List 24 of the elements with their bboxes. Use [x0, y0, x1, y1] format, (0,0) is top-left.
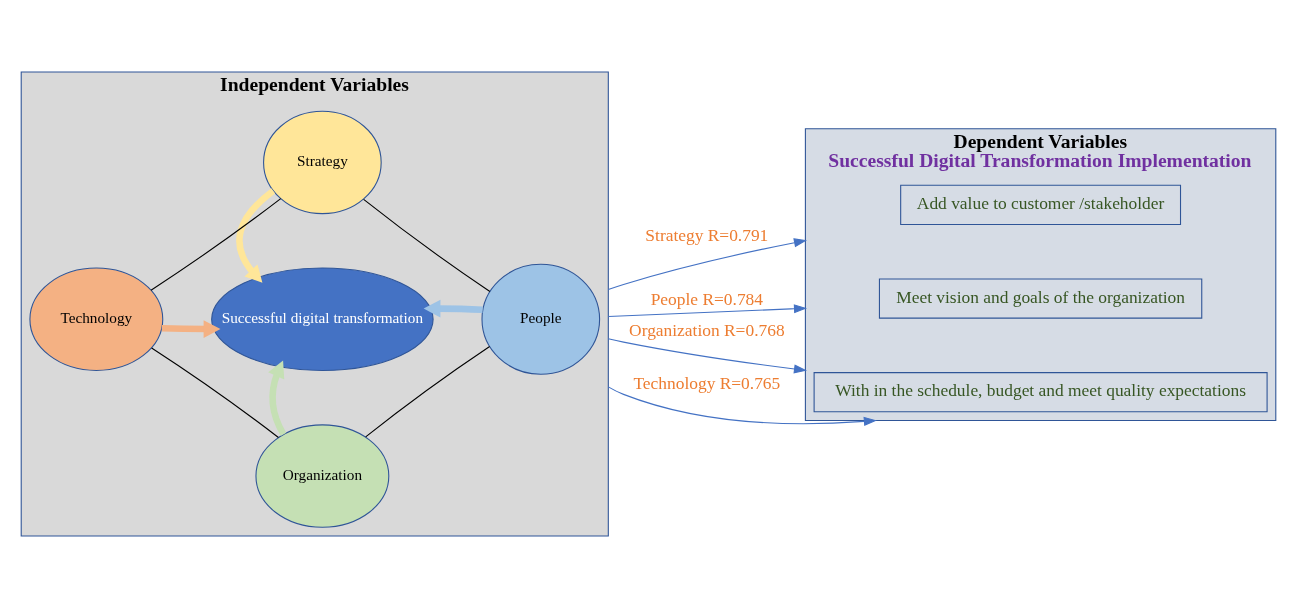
arrow — [607, 304, 808, 318]
arrow — [236, 188, 276, 283]
node-ellipse: Strategy — [263, 110, 382, 215]
connector — [150, 198, 282, 291]
node-box: With in the schedule, budget and meet quality expectations — [813, 372, 1268, 413]
node-ellipse: Technology — [29, 267, 164, 371]
arrow — [161, 320, 221, 338]
edge-label: People R=0.784 — [650, 288, 764, 309]
node-ellipse: Successful digital transformation — [211, 267, 434, 371]
arrow — [268, 360, 287, 436]
edge-label: Organization R=0.768 — [629, 320, 785, 341]
edge-label: Technology R=0.765 — [633, 372, 781, 393]
arrow — [607, 238, 807, 291]
connector — [363, 198, 491, 293]
arrow — [607, 386, 877, 426]
node-ellipse: Organization — [255, 424, 390, 528]
connector — [365, 345, 491, 438]
edge-label: Strategy R=0.791 — [645, 224, 769, 245]
node-circle: People — [481, 263, 601, 375]
node-box: Add value to customer /stakeholder — [900, 184, 1182, 226]
connector — [151, 347, 279, 438]
arrow — [423, 299, 483, 318]
node-box: Meet vision and goals of the organization — [878, 278, 1203, 319]
arrow — [607, 338, 808, 374]
